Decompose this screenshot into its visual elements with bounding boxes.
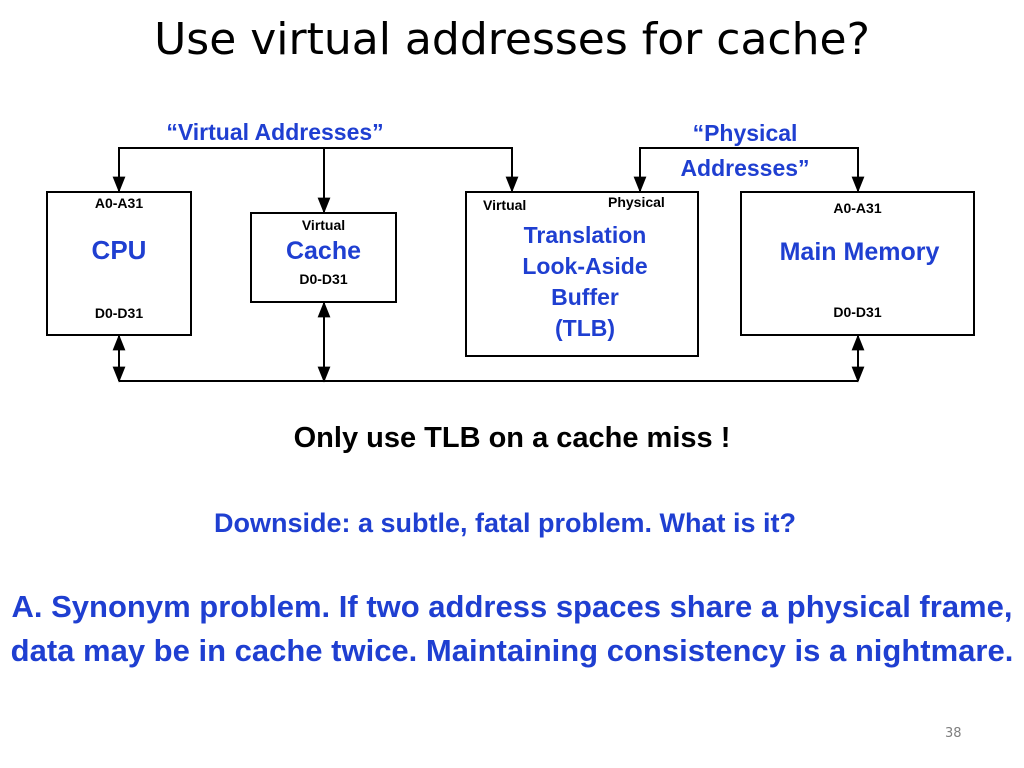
slide-title: Use virtual addresses for cache? [154, 14, 870, 65]
tlb-name-line3: Buffer [551, 284, 619, 310]
note-text: Only use TLB on a cache miss ! [293, 422, 731, 454]
cache-data-pins: D0-D31 [299, 271, 348, 287]
cache-type-label: Virtual [301, 217, 346, 233]
cache-box: Virtual Cache D0-D31 [250, 212, 397, 303]
tlb-name-line2: Look-Aside [522, 253, 648, 279]
physical-addresses-label-line2: Addresses” [680, 155, 810, 181]
memory-data-pins: D0-D31 [833, 304, 882, 320]
tlb-name-line1: Translation [523, 222, 647, 248]
main-memory-box: A0-A31 Main Memory D0-D31 [740, 191, 975, 336]
physical-address-bus [633, 147, 865, 193]
answer-text: A. Synonym problem. If two address space… [10, 589, 1014, 668]
tlb-name-line4: (TLB) [554, 315, 616, 341]
slide-number: 38 [945, 726, 962, 741]
cpu-address-pins: A0-A31 [94, 195, 144, 211]
question-text: Downside: a subtle, fatal problem. What … [213, 508, 797, 538]
cpu-box: A0-A31 CPU D0-D31 [46, 191, 192, 336]
tlb-box: Virtual Physical Translation Look-Aside … [465, 191, 699, 357]
cpu-data-pins: D0-D31 [94, 305, 144, 321]
main-memory-label: Main Memory [779, 238, 940, 266]
virtual-address-bus [112, 147, 519, 193]
tlb-physical-port: Physical [608, 194, 665, 210]
virtual-addresses-label: “Virtual Addresses” [166, 119, 384, 145]
cpu-label: CPU [91, 235, 147, 265]
physical-addresses-label-line1: “Physical [692, 120, 798, 146]
cache-label: Cache [285, 237, 362, 265]
memory-address-pins: A0-A31 [833, 200, 882, 216]
tlb-virtual-port: Virtual [483, 197, 527, 213]
